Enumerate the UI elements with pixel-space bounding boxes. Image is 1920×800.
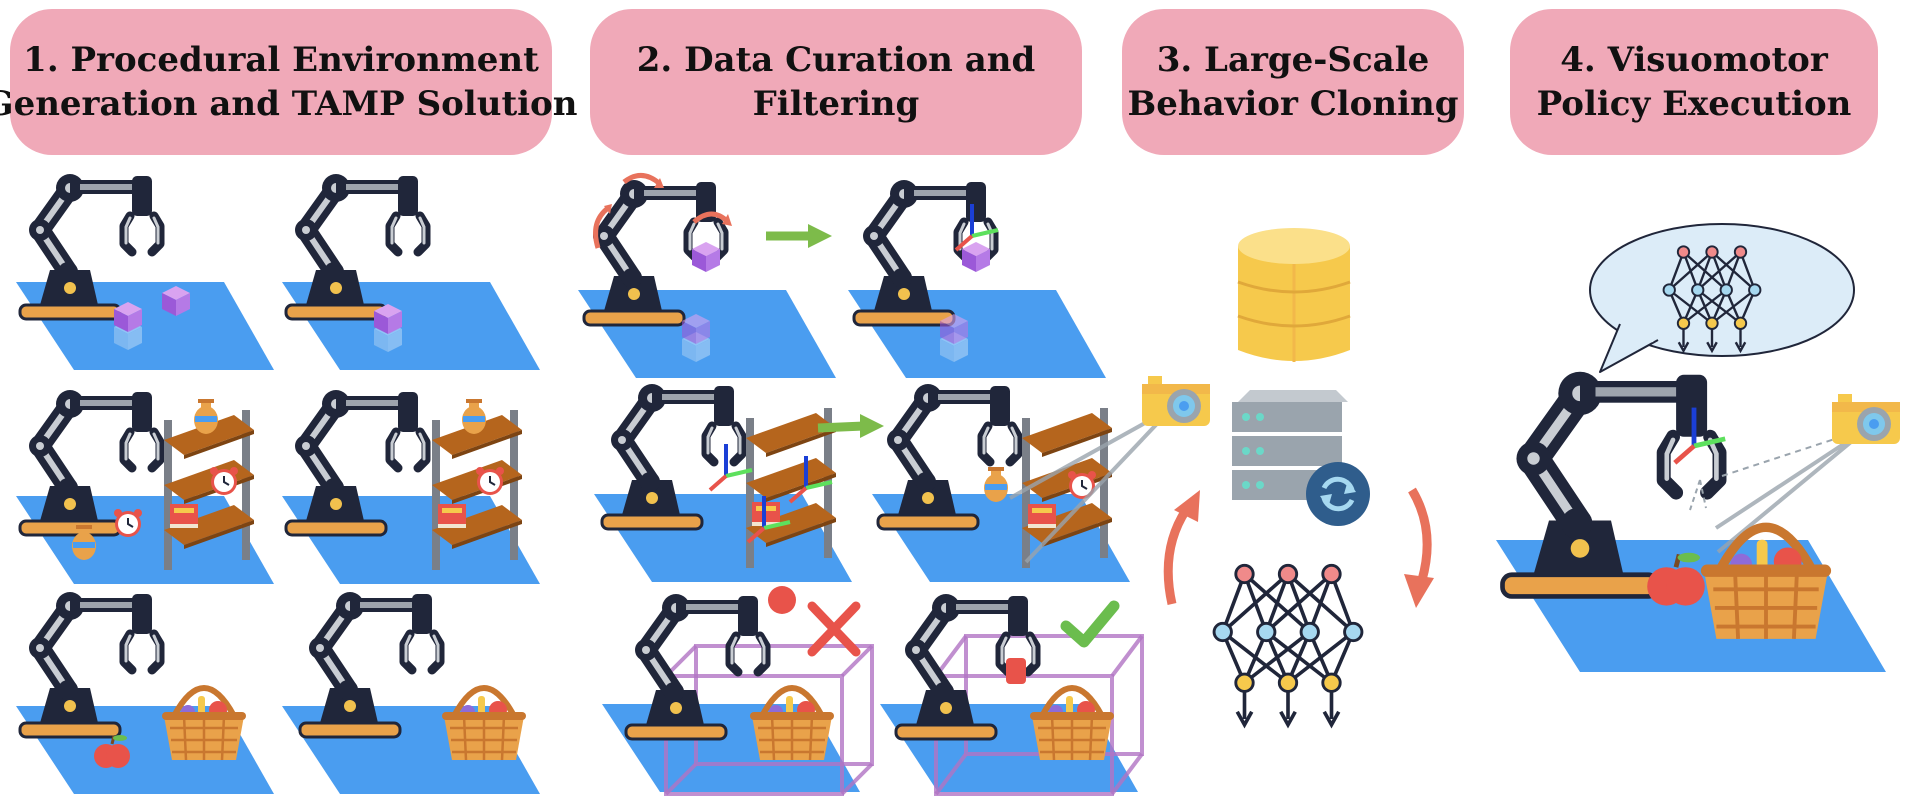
header-stage-3-line2: Behavior Cloning (1127, 84, 1459, 124)
stage-2-scene-1 (578, 175, 836, 378)
cross-icon (807, 601, 861, 657)
stage-1-scene-5 (16, 592, 274, 794)
neural-network-icon (1212, 563, 1364, 727)
stage-2-scene-5 (602, 586, 874, 796)
header-stage-2-line2: Filtering (752, 84, 920, 124)
stage-1-scene-6 (282, 592, 540, 794)
basket-icon (442, 688, 526, 760)
header-stage-1-line2: Generation and TAMP Solution (0, 84, 578, 124)
rotation-arrow-icon (593, 206, 610, 249)
stage-1-scene-2 (282, 174, 540, 370)
basket-icon (750, 688, 834, 760)
camera-icon (1832, 394, 1900, 444)
header-stage-2-line1: 2. Data Curation and (636, 40, 1036, 80)
cube-icon (692, 242, 720, 272)
header-stage-4-line1: 4. Visuomotor (1560, 40, 1828, 80)
stage-2-scene-6 (880, 594, 1144, 796)
book-icon (1028, 504, 1056, 528)
stage-1-scene-4 (282, 390, 540, 584)
stage-1-scene-3 (16, 390, 274, 584)
green-arrow-1 (766, 224, 832, 248)
stage-2-scene-4 (872, 376, 1210, 582)
basket-icon (162, 688, 246, 760)
header-stage-4-line2: Policy Execution (1536, 84, 1852, 124)
vase-icon (462, 399, 486, 434)
cube-icon (962, 242, 990, 272)
thought-bubble (1589, 223, 1855, 373)
green-arrow-2 (817, 414, 884, 438)
stage-4-scene (1496, 372, 1900, 672)
header-stage-3-line1: 3. Large-Scale (1156, 40, 1430, 80)
cycle-arrow-left (1163, 490, 1200, 605)
database-icon (1237, 228, 1351, 362)
check-icon (1060, 600, 1120, 648)
vase-icon (194, 399, 218, 434)
cycle-arrow-right (1404, 487, 1434, 608)
sync-icon (1306, 462, 1370, 526)
stage-2-scene-3 (594, 384, 852, 582)
stage-2-scene-2 (848, 180, 1106, 378)
vase-icon (984, 467, 1008, 502)
basket-icon (1030, 688, 1114, 760)
stage-1-scene-1 (16, 174, 274, 370)
header-stage-1-line1: 1. Procedural Environment (23, 40, 539, 80)
book-icon (438, 504, 466, 528)
book-icon (170, 504, 198, 528)
camera-icon (1142, 376, 1210, 426)
